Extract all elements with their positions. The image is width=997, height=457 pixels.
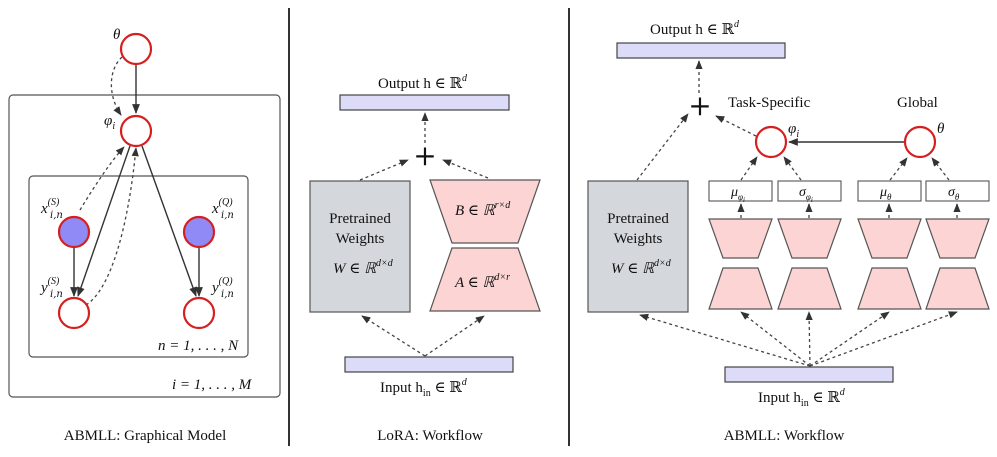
lora-plus: + xyxy=(413,139,436,172)
lora-panel: Output h ∈ ℝd + Pretrained Weights W ∈ ℝ… xyxy=(309,73,541,444)
lora-output-label: Output h ∈ ℝd xyxy=(378,73,468,92)
input-to-pretrained xyxy=(639,313,811,367)
input-to-adapter2 xyxy=(805,311,813,367)
abmll-theta-label: θ xyxy=(937,121,945,137)
adapter-a-phi-mu xyxy=(708,267,773,310)
mu-theta-label: μθ xyxy=(879,185,892,202)
edge-theta-phi-variational xyxy=(110,56,123,116)
lora-caption: LoRA: Workflow xyxy=(377,428,483,444)
x-query-label: x(Q) xyxy=(211,197,233,217)
lora-pretrained-to-plus xyxy=(359,159,409,181)
lora-pretrained-weights xyxy=(309,180,411,313)
abmll-output-label: Output h ∈ ℝd xyxy=(650,19,740,38)
phi-node xyxy=(119,114,153,148)
abmll-phi-to-plus xyxy=(715,115,757,137)
input-to-adapter4 xyxy=(809,311,958,367)
edge-ysupport-phi xyxy=(85,147,139,306)
lora-adapter-to-plus xyxy=(442,159,489,179)
mu-phi-label: μφi xyxy=(730,185,745,204)
adapter-a-phi-sigma xyxy=(777,267,842,310)
abmll-input-label: Input hin ∈ ℝd xyxy=(758,387,846,409)
lora-input-to-pretrained xyxy=(361,315,426,357)
phi-label: φi xyxy=(104,113,115,132)
sigma-theta-box xyxy=(925,180,990,202)
abmll-output-bar xyxy=(616,42,786,59)
adapter-a-theta-sigma xyxy=(925,267,990,310)
x-support-subscript: i,n xyxy=(50,210,63,221)
adapter-b-phi-mu xyxy=(708,218,773,259)
lora-input-label: Input hin ∈ ℝd xyxy=(380,377,468,399)
sigma-theta-label: σθ xyxy=(948,185,960,202)
y-support-label: y(S) xyxy=(39,276,60,296)
edge-phi-ysupport xyxy=(77,145,131,297)
x-query-subscript: i,n xyxy=(221,210,234,221)
y-query-subscript: i,n xyxy=(221,289,234,300)
inner-plate-label: n = 1, . . . , N xyxy=(158,338,239,354)
lora-b-label: B ∈ ℝr×d xyxy=(455,200,511,219)
y-support-node xyxy=(57,296,91,330)
lora-input-bar xyxy=(344,356,514,373)
abmll-phi-node xyxy=(754,125,788,159)
abmll-pretrained-weights xyxy=(587,180,689,313)
outer-plate xyxy=(8,94,281,398)
edge-phi-yquery xyxy=(141,145,197,297)
adapter-b-phi-sigma xyxy=(777,218,842,259)
x-support-node xyxy=(57,215,91,249)
lora-pretrained-w: W ∈ ℝd×d xyxy=(333,258,394,277)
mu-theta-box xyxy=(857,180,922,202)
edge-xsupport-phi xyxy=(79,146,125,211)
abmll-plus: + xyxy=(688,89,711,122)
global-label: Global xyxy=(897,95,938,111)
x-query-node xyxy=(182,215,216,249)
abmll-caption: ABMLL: Workflow xyxy=(724,428,845,444)
lora-pretrained-line1: Pretrained xyxy=(329,211,391,227)
adapter-b-theta-mu xyxy=(857,218,922,259)
input-to-adapter1 xyxy=(740,311,811,367)
mu-phi-box xyxy=(708,180,773,202)
abmll-pretrained-line2: Weights xyxy=(614,231,663,247)
sigma-phi-box xyxy=(777,180,842,202)
theta-node xyxy=(119,32,153,66)
sigma-phi-label: σφi xyxy=(799,185,813,204)
mu-theta-to-theta xyxy=(889,157,908,181)
theta-label: θ xyxy=(113,27,121,43)
inner-plate xyxy=(28,175,249,358)
input-to-adapter3 xyxy=(809,311,890,367)
graphical-model-caption: ABMLL: Graphical Model xyxy=(64,428,226,444)
lora-pretrained-line2: Weights xyxy=(336,231,385,247)
sigma-phi-to-phi xyxy=(783,156,802,181)
adapter-b-theta-sigma xyxy=(925,218,990,259)
lora-input-to-adapter xyxy=(424,315,485,357)
abmll-phi-label: φi xyxy=(788,121,799,140)
y-query-node xyxy=(182,296,216,330)
task-specific-label: Task-Specific xyxy=(728,95,811,111)
mu-phi-to-phi xyxy=(740,156,758,181)
abmll-input-bar xyxy=(724,366,894,383)
abmll-pretrained-w: W ∈ ℝd×d xyxy=(611,258,672,277)
x-support-label: x(S) xyxy=(40,197,60,217)
outer-plate-label: i = 1, . . . , M xyxy=(172,377,253,393)
lora-a-matrix xyxy=(429,247,541,312)
abmll-panel: Output h ∈ ℝd + Task-Specific Global φi … xyxy=(587,19,990,444)
abmll-pretrained-to-plus xyxy=(636,113,689,181)
graphical-model-panel: θ φi x(S) i,n x(Q) i,n y(S) i,n y(Q) i,n… xyxy=(8,27,281,444)
lora-a-label: A ∈ ℝd×r xyxy=(454,272,510,291)
y-support-subscript: i,n xyxy=(50,289,63,300)
abmll-theta-node xyxy=(903,125,937,159)
sigma-theta-to-theta xyxy=(931,157,950,181)
adapter-a-theta-mu xyxy=(857,267,922,310)
y-query-label: y(Q) xyxy=(210,276,233,296)
lora-b-matrix xyxy=(429,179,541,244)
abmll-pretrained-line1: Pretrained xyxy=(607,211,669,227)
lora-output-bar xyxy=(339,94,510,111)
